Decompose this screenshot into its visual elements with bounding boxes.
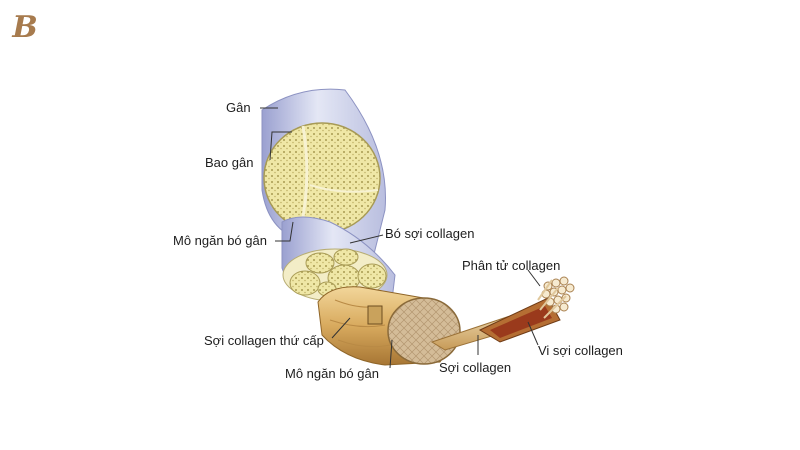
brand-logo: B (8, 10, 42, 46)
label-soi-collagen: Sợi collagen (439, 360, 512, 375)
label-phan-tu-collagen: Phân tử collagen (462, 258, 561, 273)
label-bo-soi-collagen: Bó sợi collagen (385, 226, 475, 241)
label-mo-ngan-bo-gan-top: Mô ngăn bó gân (173, 233, 267, 248)
label-soi-collagen-thu-cap: Sợi collagen thứ cấp (204, 333, 324, 348)
label-mo-ngan-bo-gan-bottom: Mô ngăn bó gân (285, 366, 379, 381)
fascicle-end-face (387, 297, 461, 365)
fascicle-group (282, 248, 388, 302)
label-gan: Gân (226, 100, 251, 115)
leader-lines (260, 107, 541, 369)
label-bao-gan: Bao gân (205, 155, 254, 170)
collagen-molecules (537, 276, 575, 319)
label-vi-soi-collagen: Vi sợi collagen (538, 343, 623, 358)
brand-logo-letter: B (12, 10, 38, 45)
fascicle-band (367, 305, 383, 325)
tendon-cross-section (263, 122, 381, 234)
